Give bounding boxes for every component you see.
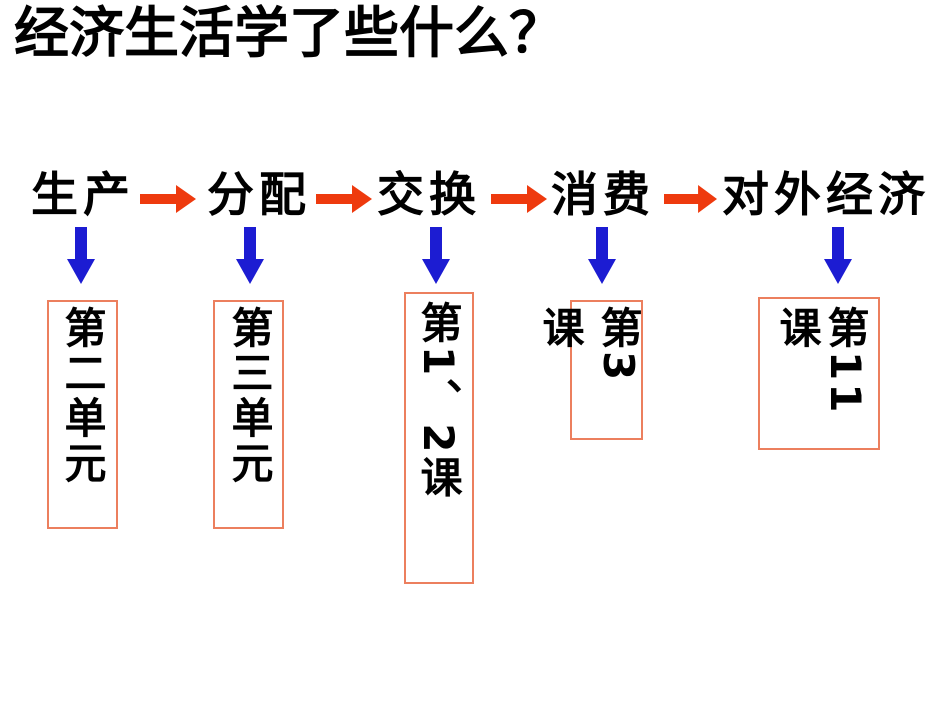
flow-node-consumption: 消费 xyxy=(551,168,655,223)
flow-node-distribution: 分配 xyxy=(207,168,311,223)
right-arrow-icon xyxy=(140,185,196,213)
right-arrow-shape xyxy=(664,185,717,213)
right-arrow-shape xyxy=(491,185,547,213)
right-arrow-icon xyxy=(316,185,372,213)
vertical-text-lesson-11-wrap: 课 xyxy=(773,306,822,351)
lesson-box-1-2 xyxy=(404,292,474,584)
right-arrow-shape xyxy=(316,185,372,213)
vertical-text-lesson-3: 第3 xyxy=(594,306,643,384)
down-arrow-icon xyxy=(422,227,450,284)
right-arrow-icon xyxy=(664,185,717,213)
unit-box-2 xyxy=(47,300,118,529)
flow-node-production: 生产 xyxy=(31,168,135,223)
right-arrow-icon xyxy=(491,185,547,213)
vertical-text-lessons-1-2: 第1、2课 xyxy=(414,301,463,501)
lesson-box-3 xyxy=(570,300,643,440)
down-arrow-shape xyxy=(824,227,852,284)
down-arrow-shape xyxy=(67,227,95,284)
down-arrow-shape xyxy=(236,227,264,284)
vertical-text-unit-2: 第二单元 xyxy=(58,306,107,486)
down-arrow-icon xyxy=(588,227,616,284)
down-arrow-icon xyxy=(236,227,264,284)
flow-node-foreign-economy: 对外经济 xyxy=(722,168,930,223)
vertical-text-unit-3: 第三单元 xyxy=(225,306,274,486)
vertical-text-lesson-3-wrap: 课 xyxy=(536,306,585,351)
flow-node-exchange: 交换 xyxy=(377,168,481,223)
down-arrow-shape xyxy=(422,227,450,284)
down-arrow-icon xyxy=(824,227,852,284)
lesson-box-11 xyxy=(758,297,880,450)
unit-box-3 xyxy=(213,300,284,529)
down-arrow-shape xyxy=(588,227,616,284)
right-arrow-shape xyxy=(140,185,196,213)
vertical-text-lesson-11: 第11 xyxy=(821,306,870,416)
down-arrow-icon xyxy=(67,227,95,284)
slide-title: 经济生活学了些什么？ xyxy=(14,1,565,65)
